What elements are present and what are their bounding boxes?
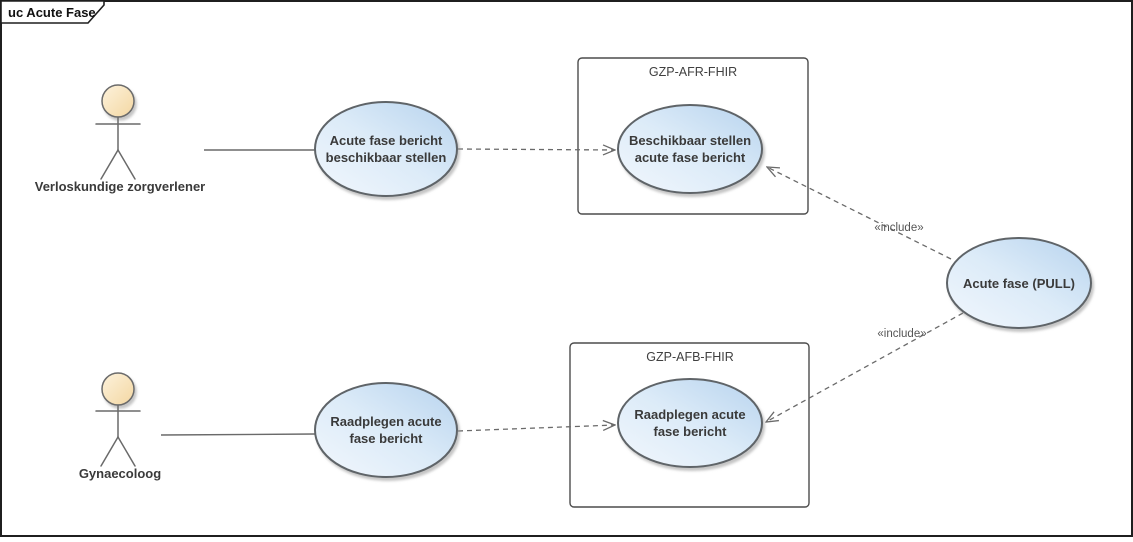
include-top-label: «include» <box>874 222 923 234</box>
include-connector-top <box>767 167 952 260</box>
include-bottom-label: «include» <box>877 328 926 340</box>
dependency-consult-to-boxed <box>457 425 615 432</box>
usecase-pull-label: Acute fase (PULL) <box>963 276 1075 291</box>
usecase-publish-left[interactable]: Acute fase bericht beschikbaar stellen <box>314 101 458 197</box>
include-connector-bottom <box>766 312 964 422</box>
usecase-publish-boxed-shape[interactable] <box>617 104 763 194</box>
usecase-label-line2: fase bericht <box>654 424 728 439</box>
usecase-label-line1: Beschikbaar stellen <box>629 133 751 148</box>
usecase-label-line1: Raadplegen acute <box>330 414 441 429</box>
usecase-publish-boxed[interactable]: Beschikbaar stellen acute fase bericht <box>617 104 763 194</box>
usecase-consult-left[interactable]: Raadplegen acute fase bericht <box>314 382 458 478</box>
usecase-label-line2: beschikbaar stellen <box>326 150 447 165</box>
association-gynaecoloog-consult <box>160 433 316 436</box>
actor-right-leg-line <box>117 149 136 180</box>
actor-left-leg-line <box>100 436 119 467</box>
usecase-publish-left-shape[interactable] <box>314 101 458 197</box>
actor-gynaecoloog-label: Gynaecoloog <box>79 466 161 481</box>
usecase-label-line2: acute fase bericht <box>635 150 746 165</box>
actor-verloskundige-label: Verloskundige zorgverlener <box>35 179 206 194</box>
usecase-label-line2: fase bericht <box>350 431 424 446</box>
actor-left-leg-line <box>100 149 119 180</box>
usecase-pull[interactable]: Acute fase (PULL) <box>946 237 1092 329</box>
usecase-consult-boxed-shape[interactable] <box>617 378 763 468</box>
actor-right-leg-line <box>117 436 136 467</box>
dependency-publish-to-boxed <box>457 149 615 150</box>
actor-head-icon[interactable] <box>101 84 135 118</box>
diagram-title: uc Acute Fase <box>8 5 96 20</box>
usecase-label-line1: Acute fase bericht <box>330 133 443 148</box>
system-boundary-afb-label: GZP-AFB-FHIR <box>646 350 734 364</box>
actor-head-icon[interactable] <box>101 372 135 406</box>
frame-tab <box>0 0 105 24</box>
usecase-consult-left-shape[interactable] <box>314 382 458 478</box>
system-boundary-afr-label: GZP-AFR-FHIR <box>649 65 737 79</box>
usecase-pull-shape[interactable] <box>946 237 1092 329</box>
usecase-consult-boxed[interactable]: Raadplegen acute fase bericht <box>617 378 763 468</box>
actor-gynaecoloog[interactable]: Gynaecoloog <box>79 372 161 481</box>
usecase-label-line1: Raadplegen acute <box>634 407 745 422</box>
actor-verloskundige[interactable]: Verloskundige zorgverlener <box>35 84 206 194</box>
